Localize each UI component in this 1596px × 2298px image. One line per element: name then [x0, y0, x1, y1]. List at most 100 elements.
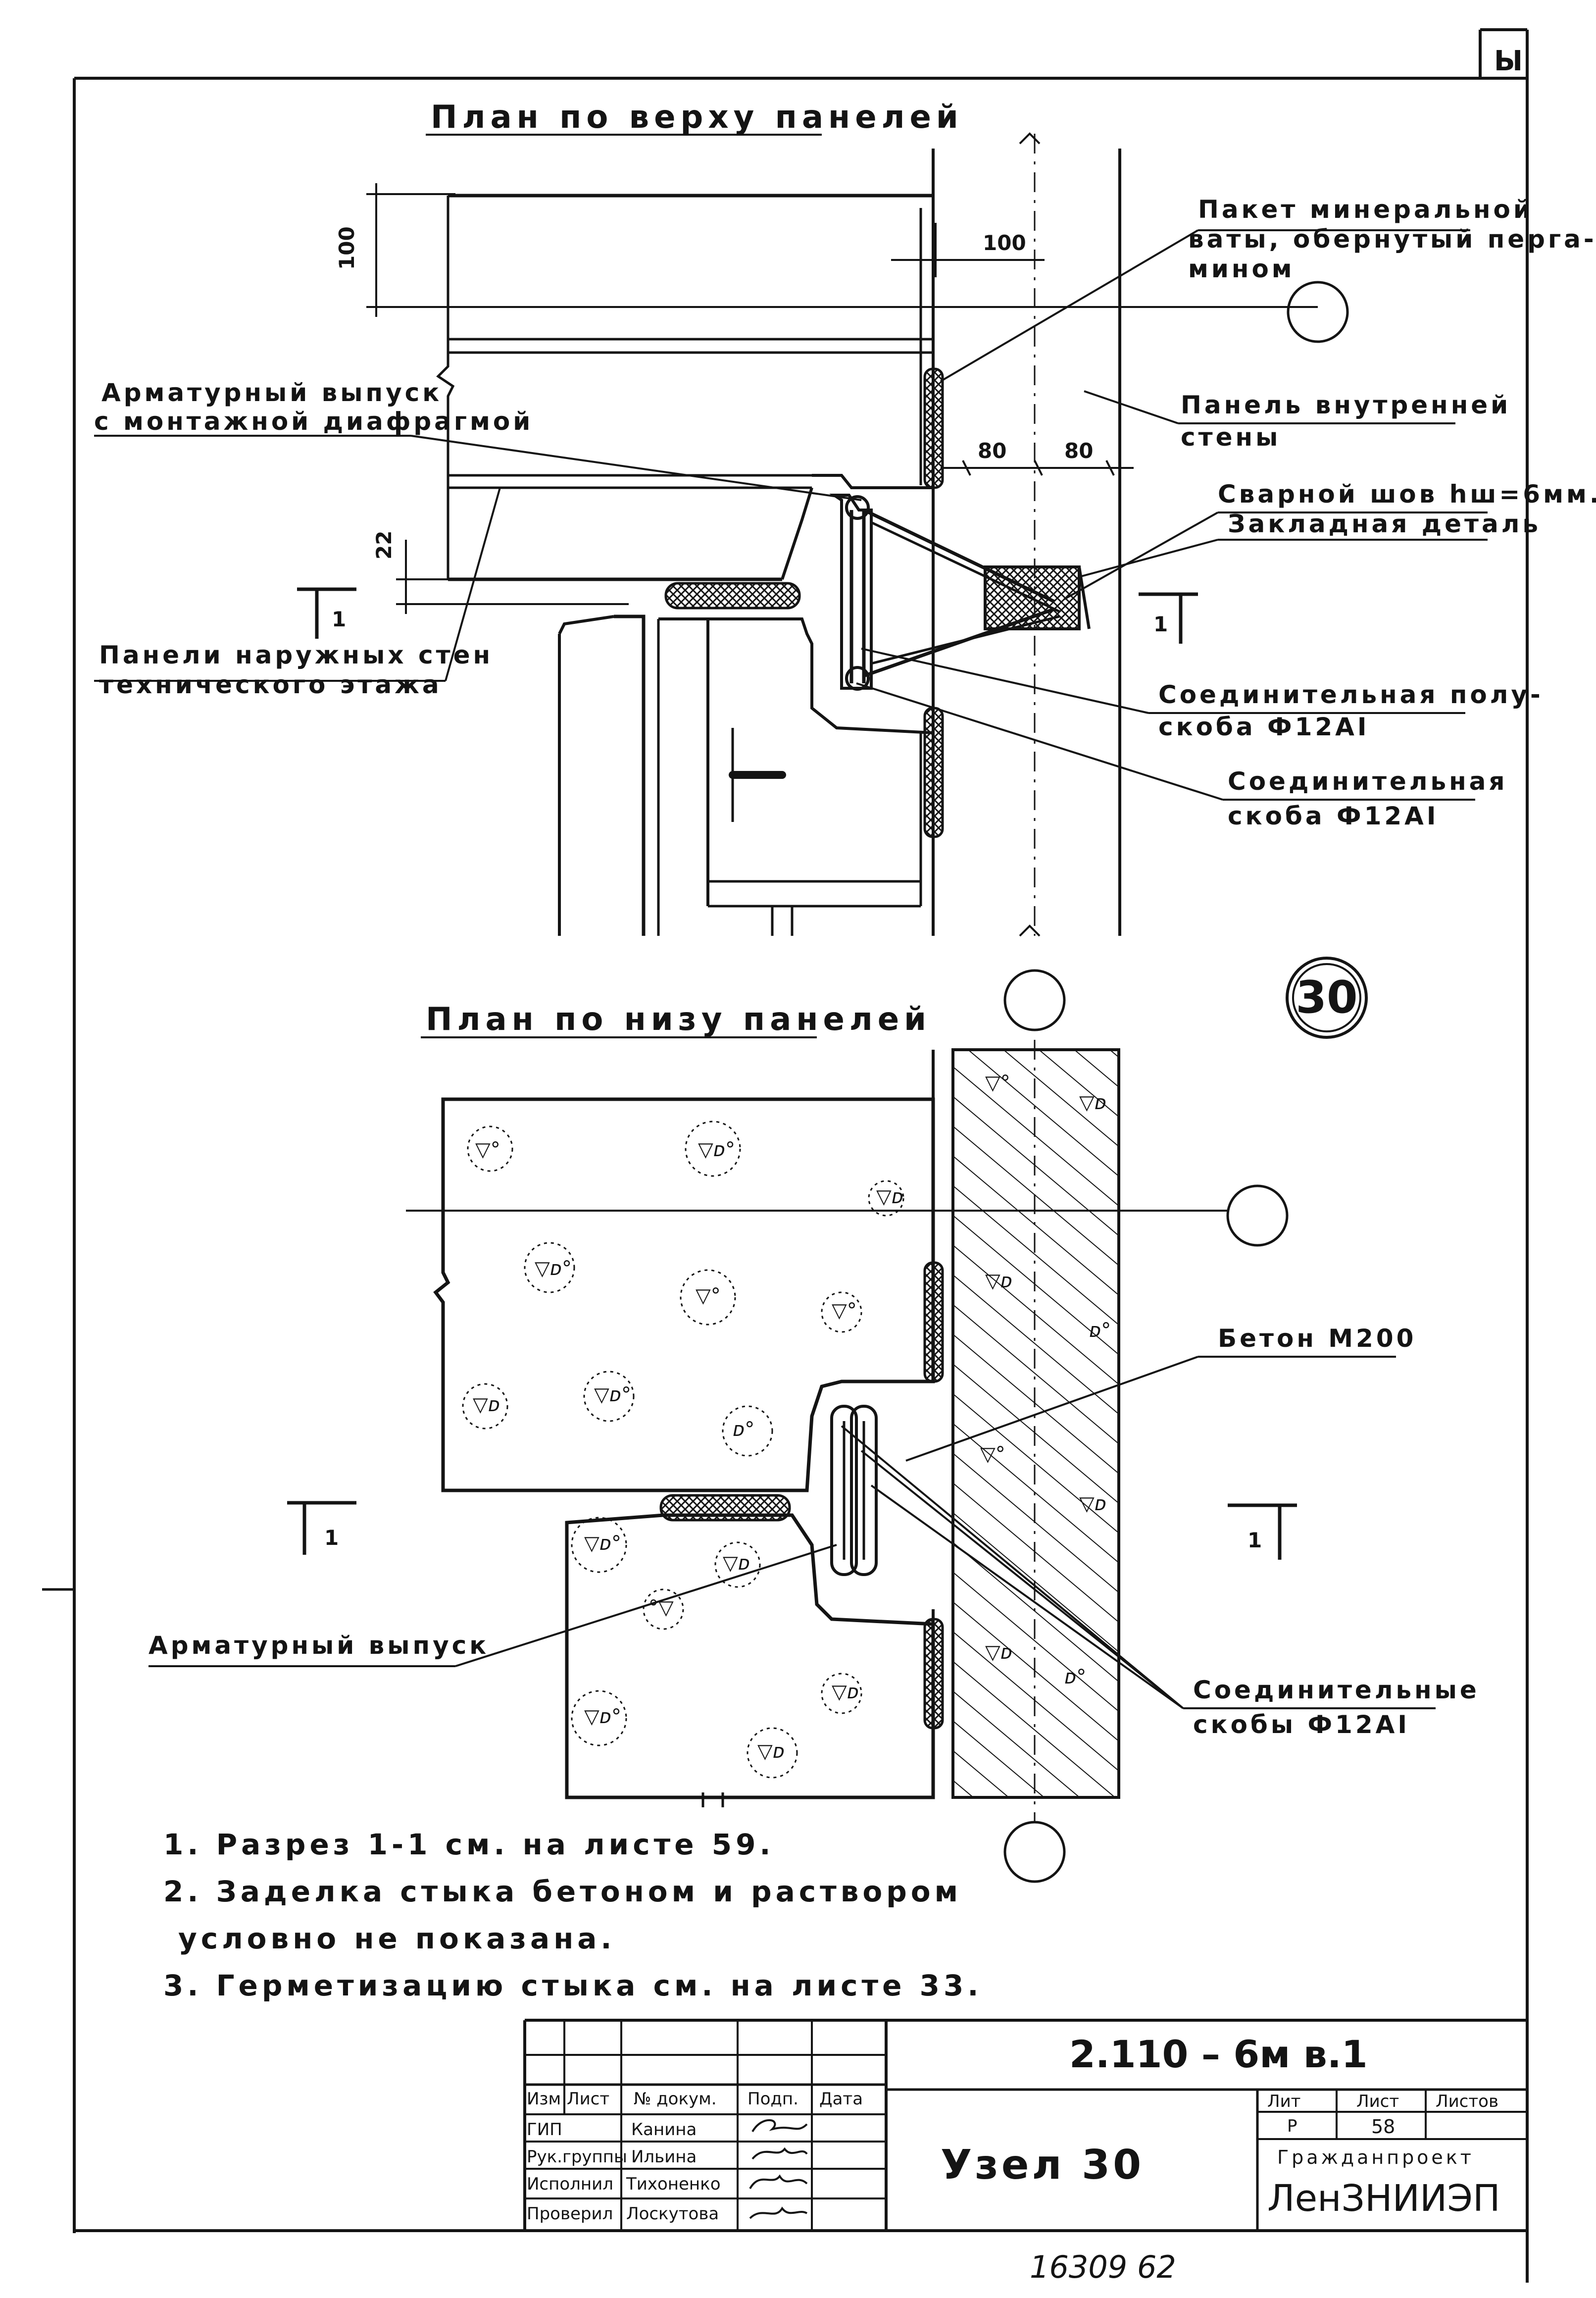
section-mark-left: 1	[297, 587, 356, 639]
svg-text:▽ᴅ°: ▽ᴅ°	[535, 1257, 572, 1280]
svg-text:▽ᴅ: ▽ᴅ	[723, 1552, 750, 1575]
axis-marker	[1003, 969, 1066, 1031]
callout-half-bracket-1: Соединительная полу-	[1158, 680, 1544, 709]
note-2-cont: условно не показана.	[178, 1922, 615, 1955]
sheet-value: 58	[1371, 2116, 1395, 2138]
callout-outer-panels-1: Панели наружных стен	[99, 641, 493, 669]
svg-text:▽ᴅ°: ▽ᴅ°	[584, 1705, 621, 1728]
organization-top: Гражданпроект	[1277, 2146, 1474, 2168]
svg-text:1: 1	[332, 607, 346, 631]
svg-text:1: 1	[1247, 1528, 1262, 1552]
svg-text:▽°: ▽°	[475, 1138, 500, 1161]
top-plan-title: План по верху панелей	[431, 99, 963, 136]
notes: 1. Разрез 1-1 см. на листе 59. 2. Заделк…	[163, 1828, 982, 2002]
callout-bracket-1: Соединительная	[1228, 767, 1507, 796]
svg-text:▽ᴅ: ▽ᴅ	[876, 1185, 903, 1208]
sheets-label: Листов	[1436, 2092, 1498, 2111]
mineral-wool-pad	[923, 1618, 944, 1730]
callout-mineral-wool-3: мином	[1188, 255, 1295, 283]
svg-text:▽°: ▽°	[980, 1443, 1005, 1466]
row-role-3: Исполнил	[527, 2174, 613, 2194]
col-izm: Изм	[527, 2089, 561, 2109]
aggregate-glyphs: ▽°▽ᴅ° ▽ᴅ°▽° ▽°▽ᴅ ▽ᴅ°ᴅ° ▽ᴅ°▽ᴅ °▽▽ᴅ ▽ᴅ°▽ᴅ …	[473, 1072, 1111, 1763]
callout-concrete: Бетон М200	[1218, 1324, 1416, 1353]
svg-text:1: 1	[324, 1526, 339, 1550]
svg-text:▽ᴅ: ▽ᴅ	[1079, 1091, 1106, 1114]
lower-outer-panel	[558, 614, 934, 936]
svg-text:ᴅ°: ᴅ°	[1064, 1666, 1086, 1688]
svg-text:▽ᴅ: ▽ᴅ	[985, 1641, 1012, 1664]
callout-bracket-2: скоба Ф12АI	[1228, 802, 1439, 830]
col-signature: Подп.	[748, 2089, 798, 2109]
footer-number: 16309 62	[1030, 2249, 1176, 2285]
organization: ЛенЗНИИЭП	[1267, 2177, 1500, 2220]
svg-text:▽°: ▽°	[832, 1299, 857, 1322]
inner-wall-section	[951, 1048, 1120, 1799]
row-role-1: ГИП	[527, 2120, 562, 2140]
row-name-2: Ильина	[631, 2147, 697, 2167]
sheet-mark: Ы	[1494, 45, 1523, 77]
dim-100-horizontal: 100	[983, 231, 1026, 255]
callout-mineral-wool-1: Пакет минеральной	[1198, 195, 1534, 224]
embedded-part	[984, 565, 1091, 630]
col-list: Лист	[567, 2089, 609, 2109]
axis-marker	[1226, 1184, 1289, 1247]
svg-text:▽°: ▽°	[696, 1284, 721, 1307]
callout-weld: Сварной шов hш=6мм.	[1218, 480, 1596, 509]
callout-rebar-outlet-1: Арматурный выпуск	[101, 378, 442, 407]
callout-inner-panel-1: Панель внутренней	[1181, 391, 1511, 419]
bottom-plan-title: План по низу панелей	[426, 1001, 931, 1038]
sheet-frame	[42, 28, 1529, 2283]
row-role-2: Рук.группы	[527, 2147, 627, 2167]
callout-rebar-outlet-2: с монтажной диафрагмой	[94, 407, 533, 436]
row-name-1: Канина	[631, 2120, 697, 2140]
axis-marker	[1287, 281, 1349, 343]
callout-brackets-1: Соединительные	[1193, 1676, 1480, 1704]
svg-text:▽ᴅ°: ▽ᴅ°	[594, 1383, 631, 1406]
col-date: Дата	[819, 2089, 863, 2109]
svg-text:▽ᴅ°: ▽ᴅ°	[698, 1138, 735, 1161]
sheet-title: Узел 30	[941, 2142, 1144, 2189]
row-name-3: Тихоненко	[626, 2174, 721, 2194]
callout-mineral-wool-2: ваты, обернутый перга-	[1188, 225, 1596, 254]
bottom-lower-panel	[565, 1513, 935, 1799]
joint-seal-pad	[659, 1494, 791, 1522]
callout-bottom-rebar-outlet: Арматурный выпуск	[149, 1631, 489, 1660]
bottom-leader-lines	[149, 1356, 1436, 1709]
joint-seal-pad	[664, 582, 801, 610]
mineral-wool-pad	[923, 707, 944, 838]
svg-text:▽ᴅ: ▽ᴅ	[757, 1740, 785, 1763]
svg-text:▽°: ▽°	[985, 1072, 1010, 1094]
title-block: Изм Лист № докум. Подп. Дата ГИП Канина …	[523, 2019, 1527, 2231]
svg-text:▽ᴅ: ▽ᴅ	[832, 1681, 859, 1703]
svg-text:1: 1	[1153, 612, 1168, 636]
node-number-marker: 30	[1286, 957, 1368, 1039]
dim-22: 22	[372, 531, 396, 560]
svg-text:▽ᴅ°: ▽ᴅ°	[584, 1532, 621, 1555]
stage-label: Лит	[1267, 2092, 1300, 2111]
svg-text:▽ᴅ: ▽ᴅ	[473, 1393, 500, 1416]
sheet-label: Лист	[1356, 2092, 1399, 2111]
note-1: 1. Разрез 1-1 см. на листе 59.	[163, 1828, 774, 1861]
dim-80-left: 80	[978, 439, 1006, 463]
signature-marks	[749, 2119, 808, 2219]
note-3: 3. Герметизацию стыка см. на листе 33.	[163, 1969, 982, 2002]
note-2: 2. Заделка стыка бетоном и раствором	[163, 1875, 962, 1908]
section-mark-left: 1	[287, 1501, 356, 1555]
dim-100-vertical: 100	[335, 226, 359, 270]
callout-half-bracket-2: скоба Ф12АI	[1158, 713, 1369, 741]
svg-text:▽ᴅ: ▽ᴅ	[985, 1270, 1012, 1292]
callout-embedded-part: Закладная деталь	[1228, 510, 1541, 538]
svg-text:ᴅ°: ᴅ°	[733, 1418, 754, 1441]
section-mark-right: 1	[1139, 592, 1198, 644]
upper-outer-panel	[436, 194, 933, 581]
svg-text:▽ᴅ: ▽ᴅ	[1079, 1492, 1106, 1515]
row-role-4: Проверил	[527, 2204, 613, 2224]
stage-value: Р	[1287, 2116, 1297, 2136]
node-number: 30	[1296, 971, 1357, 1023]
axis-marker	[1003, 1821, 1066, 1883]
callout-inner-panel-2: стены	[1181, 423, 1281, 452]
section-mark-right: 1	[1228, 1503, 1297, 1560]
dimension-lines: 100 22 100 80 80	[335, 183, 1318, 614]
